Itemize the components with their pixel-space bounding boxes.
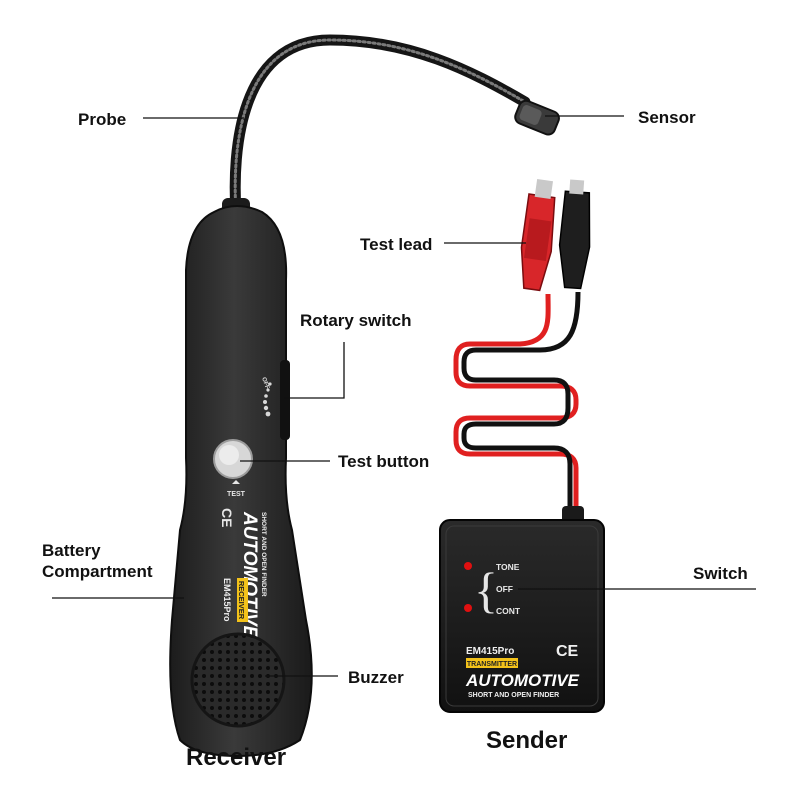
svg-text:{: { [474,562,498,618]
switch-off-label: OFF [496,584,513,594]
sender-subtitle: SHORT AND OPEN FINDER [468,692,559,699]
buzzer-grille [190,632,286,728]
tone-led [464,562,472,570]
leader-lines [52,115,756,677]
cont-led [464,604,472,612]
test-button-label: Test button [338,452,430,471]
black-wire [461,291,581,520]
receiver-subtitle: SHORT AND OPEN FINDER [260,512,267,597]
test-label: TEST [227,491,246,498]
receiver-ce-mark: CE [219,508,235,527]
rotary-switch-label: Rotary switch [300,311,412,330]
black-alligator-clip [558,179,591,290]
battery-label-line1: Battery [42,541,101,560]
probe-gooseneck [229,34,531,218]
sensor-label: Sensor [638,108,696,127]
red-alligator-clip [520,178,556,292]
buzzer-label: Buzzer [348,668,404,687]
receiver-body [169,205,313,758]
battery-label-line2: Compartment [42,562,153,581]
red-wire [453,293,579,520]
sender-model: EM415Pro [466,646,514,657]
switch-label: Switch [693,564,748,583]
receiver-caption: Receiver [186,744,287,771]
dial-off-label: OFF [260,377,270,391]
rotary-dial-marks [263,382,272,417]
sender-badge: TRANSMITTER [467,661,517,668]
rotary-switch-leader [284,342,345,399]
sender-caption: Sender [486,727,568,754]
probe-label: Probe [78,110,127,129]
switch-tone-label: TONE [496,562,520,572]
receiver-model: EM415Pro [222,578,232,622]
receiver-badge: RECEIVER [237,581,246,620]
sender-ce-mark: CE [556,643,579,660]
test-lead-label: Test lead [360,235,433,254]
switch-cont-label: CONT [496,606,521,616]
sender-brand: AUTOMOTIVE [465,671,580,690]
sensor-tip [514,99,560,136]
